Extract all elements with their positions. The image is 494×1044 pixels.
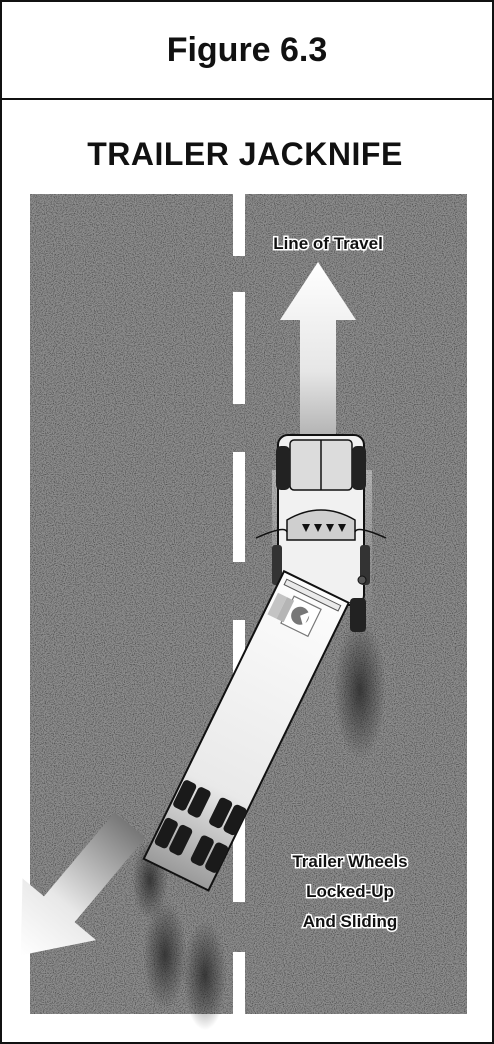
line-of-travel-label: Line of Travel xyxy=(273,234,383,253)
trailer-wheels-label-line-1: Trailer Wheels xyxy=(292,852,407,871)
trailer-wheels-label-line-2: Locked-Up xyxy=(306,882,394,901)
trailer-wheels-label-line-3: And Sliding xyxy=(303,912,397,931)
